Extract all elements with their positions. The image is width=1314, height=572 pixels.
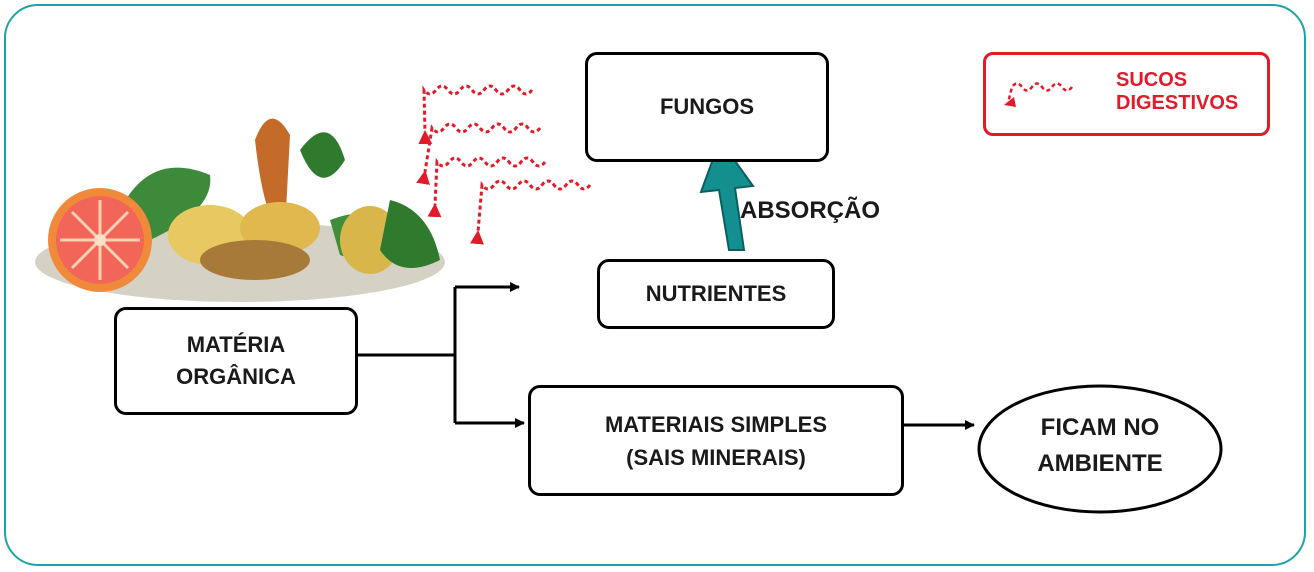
node-materiais-simples: MATERIAIS SIMPLES (SAIS MINERAIS) bbox=[528, 385, 904, 496]
absorcao-label: ABSORÇÃO bbox=[740, 197, 881, 224]
node-materia-organica: MATÉRIA ORGÂNICA bbox=[114, 307, 358, 415]
node-ficam-no-ambiente-label: FICAM NO AMBIENTE bbox=[1037, 414, 1163, 477]
node-fungos-label: FUNGOS bbox=[659, 94, 755, 119]
ficam-no-ambiente-shape bbox=[977, 384, 1223, 514]
node-fungos: FUNGOS bbox=[585, 52, 829, 162]
digestive-juice-arrows bbox=[416, 84, 592, 245]
digestive-juice-legend-icon bbox=[1004, 82, 1074, 107]
branch-connector bbox=[357, 282, 525, 428]
legend-box: SUCOS DIGESTIVOS bbox=[983, 52, 1270, 136]
legend-label: SUCOS DIGESTIVOS bbox=[1116, 69, 1239, 114]
organic-waste-illustration bbox=[35, 118, 445, 302]
absorption-arrow bbox=[699, 137, 755, 251]
node-materiais-simples-label: MATERIAIS SIMPLES (SAIS MINERAIS) bbox=[604, 411, 828, 470]
node-materia-organica-label: MATÉRIA ORGÂNICA bbox=[176, 332, 296, 389]
diagram-frame bbox=[4, 4, 1306, 566]
node-nutrientes-label: NUTRIENTES bbox=[645, 281, 787, 306]
node-nutrientes: NUTRIENTES bbox=[597, 259, 835, 329]
